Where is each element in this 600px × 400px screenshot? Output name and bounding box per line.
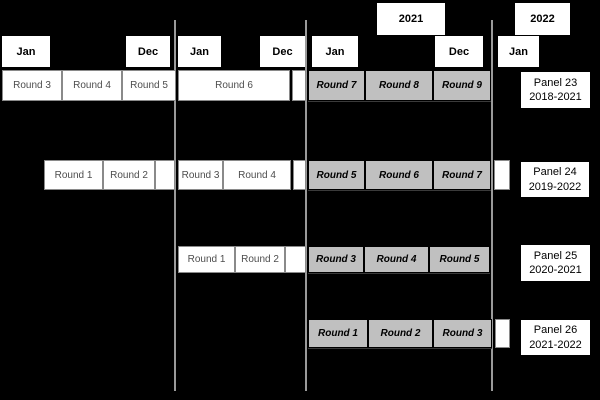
- round-cell: Round 4: [223, 160, 291, 190]
- panel-label: Panel 26 2021-2022: [519, 318, 592, 357]
- round-cell: Round 2: [103, 160, 155, 190]
- round-cell-shaded: Round 7: [308, 70, 365, 101]
- round-cell-continuation: [155, 160, 175, 190]
- month-label-jan: Jan: [498, 36, 539, 67]
- panel-name: Panel 23: [533, 76, 578, 89]
- round-cell-shaded: Round 9: [433, 70, 491, 101]
- month-label-jan: Jan: [178, 36, 221, 67]
- year-divider-line: [174, 20, 176, 391]
- panel-years: 2018-2021: [529, 91, 582, 103]
- round-cell-shaded: Round 3: [433, 319, 492, 348]
- month-label-dec: Dec: [126, 36, 170, 67]
- round-cell: Round 2: [235, 246, 285, 273]
- round-cell-shaded: Round 4: [364, 246, 429, 273]
- round-cell-shaded: Round 5: [308, 160, 365, 190]
- round-cell-shaded: Round 6: [365, 160, 433, 190]
- panel-name: Panel 25: [533, 249, 578, 262]
- round-cell-shaded: Round 8: [365, 70, 433, 101]
- panel-label: Panel 25 2020-2021: [519, 243, 592, 283]
- month-label-dec: Dec: [435, 36, 483, 67]
- year-divider-line: [305, 20, 307, 391]
- panel-years: 2019-2022: [528, 180, 582, 193]
- round-cell-continuation: [285, 246, 306, 273]
- year-label: 2021: [377, 3, 445, 35]
- month-label-jan: Jan: [312, 36, 358, 67]
- round-cell-continuation: [292, 70, 306, 101]
- round-cell: Round 1: [44, 160, 103, 190]
- round-cell-shaded: Round 1: [308, 319, 368, 348]
- round-cell: Round 5: [122, 70, 176, 101]
- month-label-dec: Dec: [260, 36, 305, 67]
- panel-name: Panel 24: [533, 166, 577, 179]
- round-cell: Round 6: [178, 70, 290, 101]
- round-cell: Round 3: [178, 160, 223, 190]
- panel-name: Panel 26: [533, 324, 578, 337]
- round-cell: Round 4: [62, 70, 122, 101]
- month-label-jan: Jan: [2, 36, 50, 67]
- round-cell-shaded: Round 5: [429, 246, 490, 273]
- round-cell-continuation: [494, 160, 510, 190]
- round-cell: Round 1: [178, 246, 235, 273]
- year-label: 2022: [515, 3, 570, 35]
- round-cell-continuation: [495, 319, 510, 348]
- panel-label: Panel 23 2018-2021: [519, 70, 592, 110]
- panel-label: Panel 24 2019-2022: [519, 160, 591, 199]
- year-divider-line: [491, 20, 493, 391]
- round-cell-shaded: Round 7: [433, 160, 491, 190]
- round-cell-shaded: Round 2: [368, 319, 433, 348]
- panel-years: 2021-2022: [529, 338, 582, 351]
- panel-years: 2020-2021: [529, 264, 582, 276]
- round-cell-continuation: [293, 160, 306, 190]
- round-cell-shaded: Round 3: [308, 246, 364, 273]
- round-cell: Round 3: [2, 70, 62, 101]
